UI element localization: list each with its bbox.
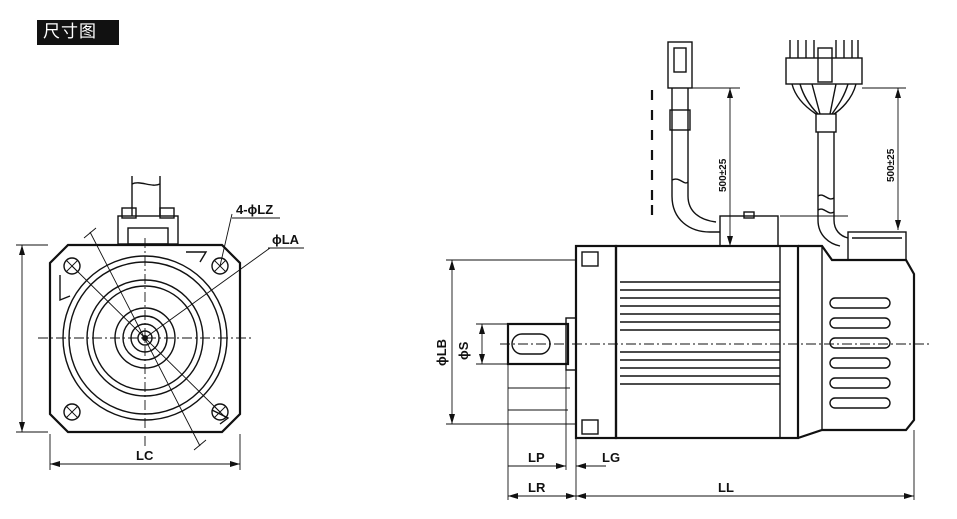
label-lr: LR [528,480,546,495]
side-rear-cover [797,244,916,440]
title-badge: 尺寸图 [37,20,119,45]
label-lc: LC [136,448,154,463]
label-cable-right: 500±25 [886,148,897,182]
side-fins [620,246,781,438]
side-view: 500±25 500±25 ϕLB ϕS LP LG LR [434,40,930,500]
front-connector-block [117,215,179,245]
encoder-cable [785,40,863,247]
label-lb: ϕLB [434,339,449,366]
mounting-hole-bl [63,403,81,421]
power-cable [650,41,720,233]
front-flange [48,243,242,434]
front-view: 4-ϕLZ ϕLA LC [16,176,304,470]
label-4-lz: 4-ϕLZ [236,202,273,217]
side-terminal-box [719,215,779,247]
label-la: ϕLA [272,232,300,247]
front-cable [131,176,161,216]
side-body [614,244,800,440]
side-flange [574,244,618,440]
label-ll: LL [718,480,734,495]
drawing-title: 尺寸图 [43,22,97,42]
label-cable-left: 500±25 [718,158,729,192]
rear-slots [829,297,891,409]
side-encoder-box [847,231,907,261]
label-lp: LP [528,450,545,465]
label-s: ϕS [456,341,471,360]
label-lg: LG [602,450,620,465]
